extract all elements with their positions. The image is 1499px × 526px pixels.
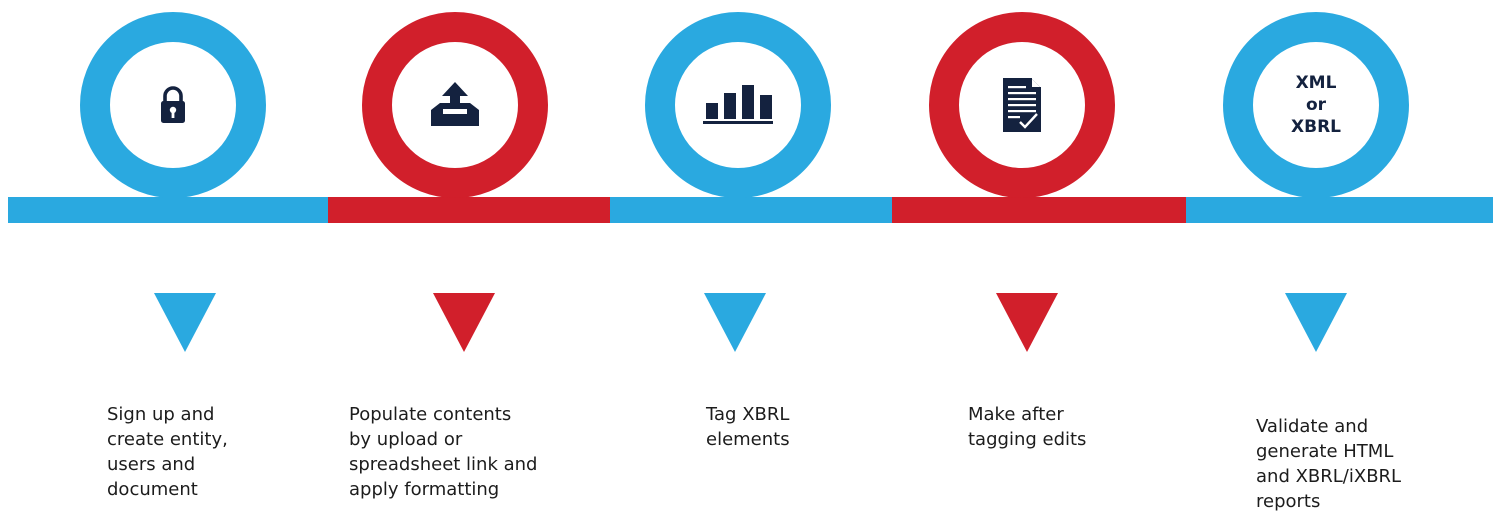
step-2-circle [362,12,548,198]
icon-text-line-3: XBRL [1291,117,1341,137]
step-1-down-arrow-icon [154,293,216,352]
timeline-band-segment-4 [892,197,1186,223]
step-5-label: Validate and generate HTML and XBRL/iXBR… [1256,416,1402,512]
step-1-label: Sign up and create entity, users and doc… [107,404,228,500]
xml-xbrl-text-icon: XML or XBRL [1291,72,1341,138]
step-3-circle [645,12,831,198]
step-3-down-arrow-icon [704,293,766,352]
step-4-label: Make after tagging edits [968,404,1087,450]
step-5-down-arrow-icon [1285,293,1347,352]
step-2-down-arrow-icon [433,293,495,352]
upload-tray-icon [429,82,481,128]
timeline-band-segment-2 [328,197,610,223]
bar-chart-icon [703,85,773,125]
step-2-label: Populate contents by upload or spreadshe… [349,404,538,500]
timeline-band-segment-3 [610,197,892,223]
step-5-circle: XML or XBRL [1223,12,1409,198]
timeline-band-segment-5 [1186,197,1493,223]
icon-text-line-1: XML [1295,73,1337,93]
timeline-band-segment-1 [8,197,328,223]
document-check-icon [1001,76,1043,134]
step-3-label: Tag XBRL elements [706,404,790,450]
step-4-down-arrow-icon [996,293,1058,352]
lock-icon [160,86,186,124]
step-4-circle [929,12,1115,198]
icon-text-line-2: or [1305,95,1327,115]
step-1-circle [80,12,266,198]
